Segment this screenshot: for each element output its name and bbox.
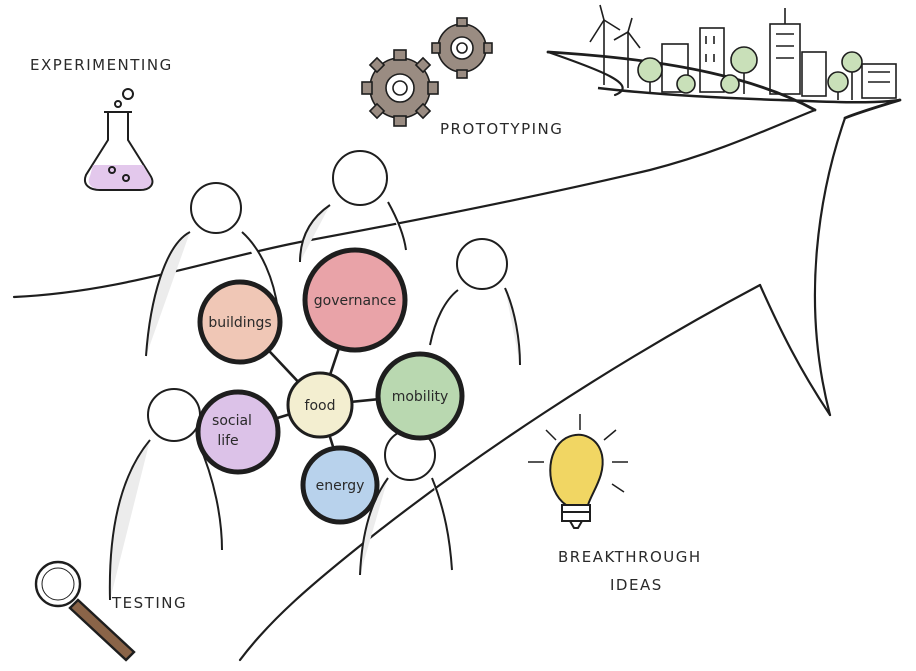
node-social-label: social [212, 413, 252, 429]
node-buildings-circle [197, 279, 283, 365]
city-skyline [589, 4, 901, 104]
person-right-bottom [359, 429, 453, 576]
caption-prototyping: PROTOTYPING [440, 120, 563, 138]
caption-breakthrough-1: BREAKTHROUGH [558, 548, 702, 566]
node-mobility-circle [375, 351, 465, 441]
lightbulb-icon [528, 414, 628, 529]
node-energy-label: energy [316, 478, 365, 494]
person-left-bottom [108, 388, 223, 601]
hub-food-label: food [305, 398, 336, 414]
node-social-circle [195, 389, 281, 475]
node-governance-circle [302, 247, 408, 353]
node-social-label-2: life [217, 433, 238, 449]
hub-food-circle [286, 371, 354, 439]
people [108, 150, 521, 601]
person-left-top [145, 182, 279, 357]
node-governance-label: governance [314, 293, 397, 309]
node-mobility-label: mobility [392, 389, 449, 405]
gears-icon [361, 17, 493, 127]
person-right [429, 238, 521, 366]
magnifier-icon [34, 560, 136, 662]
node-energy-circle [300, 445, 380, 525]
journey-arrow [12, 50, 902, 662]
flask-icon [84, 88, 154, 191]
network-nodes: buildings governance mobility energy soc… [195, 247, 465, 525]
caption-testing: TESTING [111, 594, 187, 612]
caption-experimenting: EXPERIMENTING [30, 56, 173, 74]
person-center-top [299, 150, 407, 263]
caption-breakthrough-2: IDEAS [610, 576, 663, 594]
node-buildings-label: buildings [208, 315, 271, 331]
